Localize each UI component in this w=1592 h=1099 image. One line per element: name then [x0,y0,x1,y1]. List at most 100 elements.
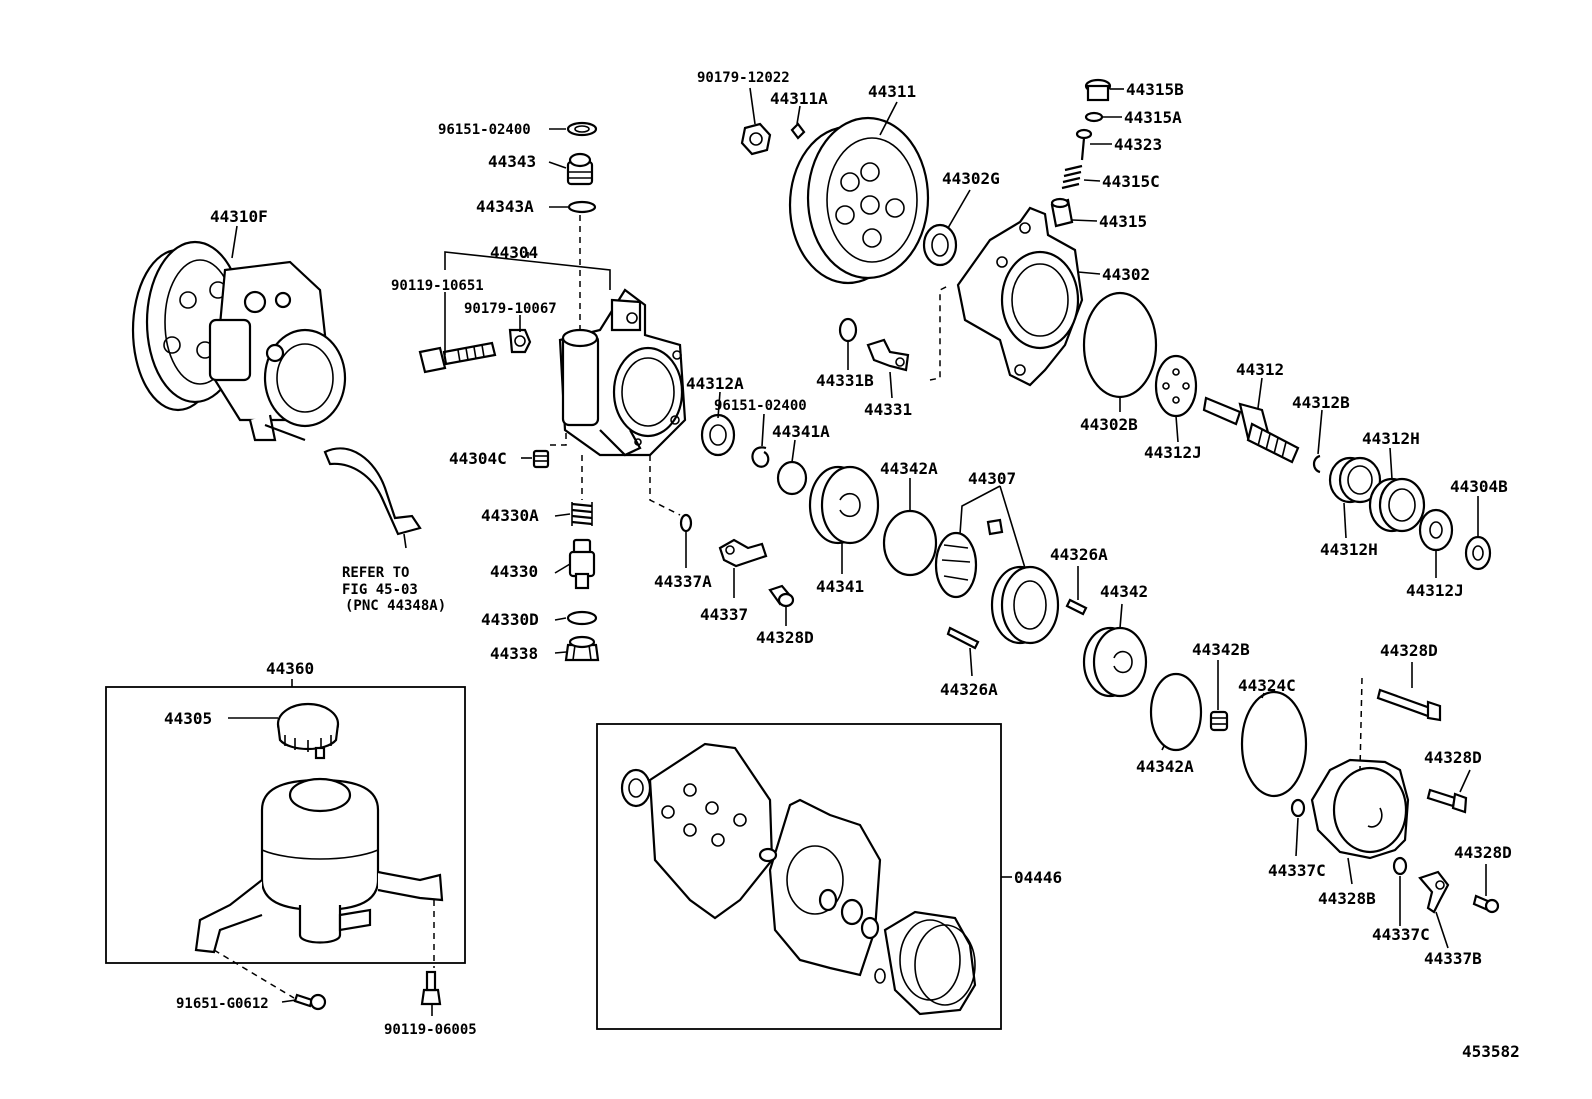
label-44337C-a: 44337C [1268,861,1326,880]
bearing-44312H-a-illustration [1328,456,1382,504]
bolt-91651-G0612-illustration [293,993,327,1011]
label-44330: 44330 [490,562,538,581]
bolt-44328D-c-illustration [1426,788,1468,814]
label-44328D-d: 44328D [1454,843,1512,862]
bolt-44328D-a-illustration [768,584,795,608]
label-44312B: 44312B [1292,393,1350,412]
rear-cover-illustration [1310,758,1410,860]
label-44341A: 44341A [772,422,830,441]
label-44302B: 44302B [1080,415,1138,434]
o-ring-44337C-b-illustration [1392,856,1408,876]
fitting-44337B-illustration [1418,870,1450,914]
plug-44304C-illustration [532,449,550,469]
label-44310F: 44310F [210,207,268,226]
union-44331-illustration [866,338,910,372]
label-90119-06005: 90119-06005 [384,1022,477,1038]
label-44342A-b: 44342A [1136,757,1194,776]
pulley-44311-illustration [788,116,930,285]
snap-ring-96151-illustration [566,121,598,137]
o-ring-44324C-illustration [1240,690,1308,798]
o-ring-44337C-a-illustration [1290,798,1306,818]
o-ring-44337A-illustration [679,513,693,533]
label-refer-line2: FIG 45-03 [342,582,418,598]
figure-number: 453582 [1462,1042,1520,1061]
label-90179-12022: 90179-12022 [697,70,790,86]
label-44343: 44343 [488,152,536,171]
bolt-90119-06005-illustration [420,970,442,1006]
label-44307: 44307 [968,469,1016,488]
label-44315B: 44315B [1126,80,1184,99]
valve-44330-illustration [568,538,596,590]
vane-44307-illustration [986,518,1004,536]
label-96151-02400-a: 96151-02400 [438,122,531,138]
label-44305: 44305 [164,709,212,728]
bearing-44312H-b-illustration [1368,477,1426,533]
label-44304: 44304 [490,243,538,262]
shaft-44312-illustration [1202,396,1300,464]
label-refer-line3: (PNC 44348A) [345,598,446,614]
label-refer-line1: REFER TO [342,565,409,581]
spring-44315C-illustration [1061,164,1083,190]
pin-44323-illustration [1075,128,1093,161]
o-ring-44342A-a-illustration [882,509,938,577]
reservoir-cap-44305-illustration [276,702,340,760]
label-44304C: 44304C [449,449,507,468]
reservoir-group-frame [105,686,466,964]
label-44360: 44360 [266,659,314,678]
spring-44342B-illustration [1209,710,1229,732]
label-04446: 04446 [1014,868,1062,887]
o-ring-44341A-illustration [776,460,808,496]
label-44302G: 44302G [942,169,1000,188]
label-44312H-b: 44312H [1320,540,1378,559]
o-ring-44302B-illustration [1082,291,1158,399]
o-ring-44315A-illustration [1084,111,1104,123]
gasket-kit-parts-illustration [620,742,977,1016]
label-44315: 44315 [1099,212,1147,231]
label-44326A-b: 44326A [940,680,998,699]
plug-44338-illustration [564,635,600,662]
label-44312: 44312 [1236,360,1284,379]
side-plate-44341-illustration [808,465,880,545]
pin-44326A-a-illustration [946,626,980,650]
seal-44304B-illustration [1464,535,1492,571]
rotor-44307-illustration [934,531,978,599]
label-44315C: 44315C [1102,172,1160,191]
nut-90179-12022-illustration [740,122,772,156]
plate-44312J-b-illustration [1418,508,1454,552]
callout-labels: 44310F 44304 90119-10651 90179-10067 961… [164,70,1520,1061]
label-90179-10067: 90179-10067 [464,301,557,317]
label-44331B: 44331B [816,371,874,390]
pin-44326A-b-illustration [1065,598,1088,616]
oil-seal-44302G-illustration [922,223,958,267]
o-ring-44342A-b-illustration [1149,672,1203,752]
label-44338: 44338 [490,644,538,663]
plate-44312J-a-illustration [1154,354,1198,418]
front-housing-44302-illustration [956,206,1084,387]
label-44331: 44331 [864,400,912,419]
label-44302: 44302 [1102,265,1150,284]
label-44312H-a: 44312H [1362,429,1420,448]
oil-seal-44312A-illustration [700,413,736,457]
label-44337: 44337 [700,605,748,624]
label-44328D-c: 44328D [1424,748,1482,767]
pump-assembly-illustration [131,240,422,536]
leader-lines [228,87,1487,1016]
label-44323: 44323 [1114,135,1162,154]
key-44311A-illustration [790,122,806,140]
label-44311: 44311 [868,82,916,101]
bolt-44328D-d-illustration [1472,894,1500,914]
label-44330A: 44330A [481,506,539,525]
label-44341: 44341 [816,577,864,596]
label-44328D-b: 44328D [1380,641,1438,660]
label-44304B: 44304B [1450,477,1508,496]
pressure-plate-44342-illustration [1082,626,1148,698]
cam-ring-44307-illustration [990,565,1060,645]
o-ring-44331B-illustration [838,317,858,343]
label-44337A: 44337A [654,572,712,591]
valve-44315-illustration [1050,197,1074,228]
label-44342: 44342 [1100,582,1148,601]
label-44312A: 44312A [686,374,744,393]
bolt-44328D-b-illustration [1376,688,1442,722]
alignment-dashed-lines [213,215,1363,999]
